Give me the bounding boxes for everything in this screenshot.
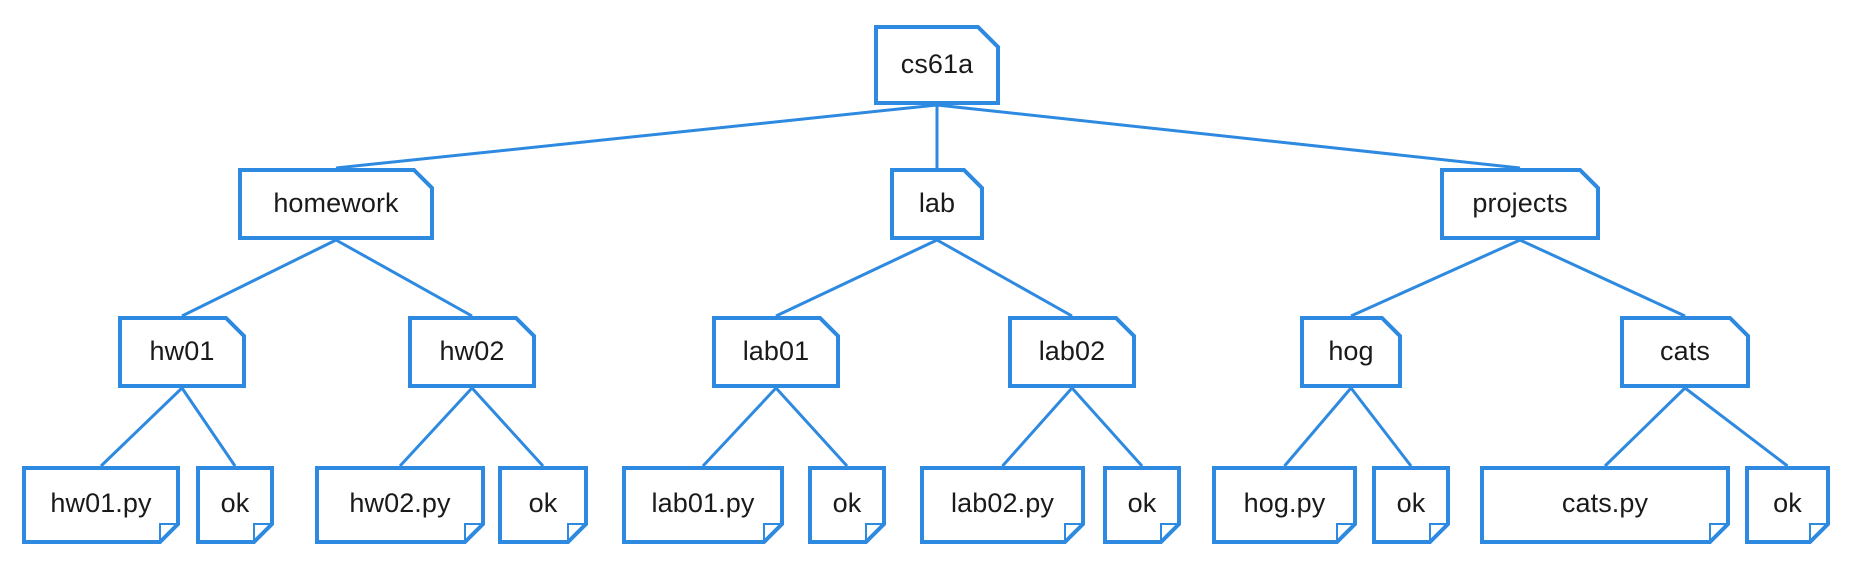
node-shape-file (1480, 466, 1730, 544)
node-label: ok (220, 487, 250, 518)
node-label: homework (273, 187, 399, 218)
file-node-hw02ok[interactable]: ok (498, 466, 588, 544)
node-label: hw02 (439, 335, 505, 366)
node-shape-file (196, 466, 274, 544)
folder-node-lab01[interactable]: lab01 (712, 316, 840, 388)
file-node-hw02py[interactable]: hw02.py (315, 466, 485, 544)
node-label: lab01 (742, 335, 810, 366)
folder-node-projects[interactable]: projects (1440, 168, 1600, 240)
file-node-hogpy[interactable]: hog.py (1212, 466, 1357, 544)
node-label: projects (1472, 187, 1568, 218)
node-shape-file (920, 466, 1085, 544)
node-shape-folder (238, 168, 434, 240)
folder-node-cats[interactable]: cats (1620, 316, 1750, 388)
file-node-catsok[interactable]: ok (1745, 466, 1830, 544)
folder-node-lab[interactable]: lab (890, 168, 984, 240)
node-shape-file (1212, 466, 1357, 544)
folder-node-hw02[interactable]: hw02 (408, 316, 536, 388)
node-shape-folder (1008, 316, 1136, 388)
node-label: cs61a (900, 48, 974, 79)
node-shape-file (22, 466, 180, 544)
node-label: ok (528, 487, 558, 518)
node-shape-folder (408, 316, 536, 388)
node-label: hog (1328, 335, 1374, 366)
node-label: cats.py (1561, 487, 1649, 518)
node-label: hog.py (1243, 487, 1326, 518)
node-shape-file (1103, 466, 1181, 544)
folder-node-cs61a[interactable]: cs61a (874, 25, 1000, 105)
file-node-lab02py[interactable]: lab02.py (920, 466, 1085, 544)
node-shape-folder (1620, 316, 1750, 388)
folder-node-homework[interactable]: homework (238, 168, 434, 240)
file-node-hogok[interactable]: ok (1372, 466, 1450, 544)
file-node-hw01ok[interactable]: ok (196, 466, 274, 544)
file-node-catspy[interactable]: cats.py (1480, 466, 1730, 544)
node-label: ok (1396, 487, 1426, 518)
file-node-lab01py[interactable]: lab01.py (622, 466, 784, 544)
node-shape-file (808, 466, 886, 544)
node-label: lab01.py (651, 487, 755, 518)
node-shape-file (498, 466, 588, 544)
node-label: ok (1773, 487, 1802, 518)
node-label: lab02.py (951, 487, 1054, 518)
node-label: ok (1127, 487, 1157, 518)
node-shape-folder (712, 316, 840, 388)
node-shape-file (622, 466, 784, 544)
folder-node-lab02[interactable]: lab02 (1008, 316, 1136, 388)
node-label: lab (918, 187, 956, 218)
node-label: hw01 (149, 335, 215, 366)
node-shape-folder (118, 316, 246, 388)
file-node-lab01ok[interactable]: ok (808, 466, 886, 544)
file-node-lab02ok[interactable]: ok (1103, 466, 1181, 544)
file-node-hw01py[interactable]: hw01.py (22, 466, 180, 544)
node-shape-file (1745, 466, 1830, 544)
node-shape-folder (890, 168, 984, 240)
node-label: ok (832, 487, 862, 518)
node-label: hw02.py (349, 487, 451, 518)
node-shape-file (1372, 466, 1450, 544)
node-shape-folder (874, 25, 1000, 105)
node-label: cats (1660, 335, 1710, 366)
node-shape-folder (1300, 316, 1402, 388)
node-label: lab02 (1038, 335, 1106, 366)
node-label: hw01.py (50, 487, 152, 518)
folder-node-hog[interactable]: hog (1300, 316, 1402, 388)
node-shape-folder (1440, 168, 1600, 240)
folder-node-hw01[interactable]: hw01 (118, 316, 246, 388)
node-shape-file (315, 466, 485, 544)
